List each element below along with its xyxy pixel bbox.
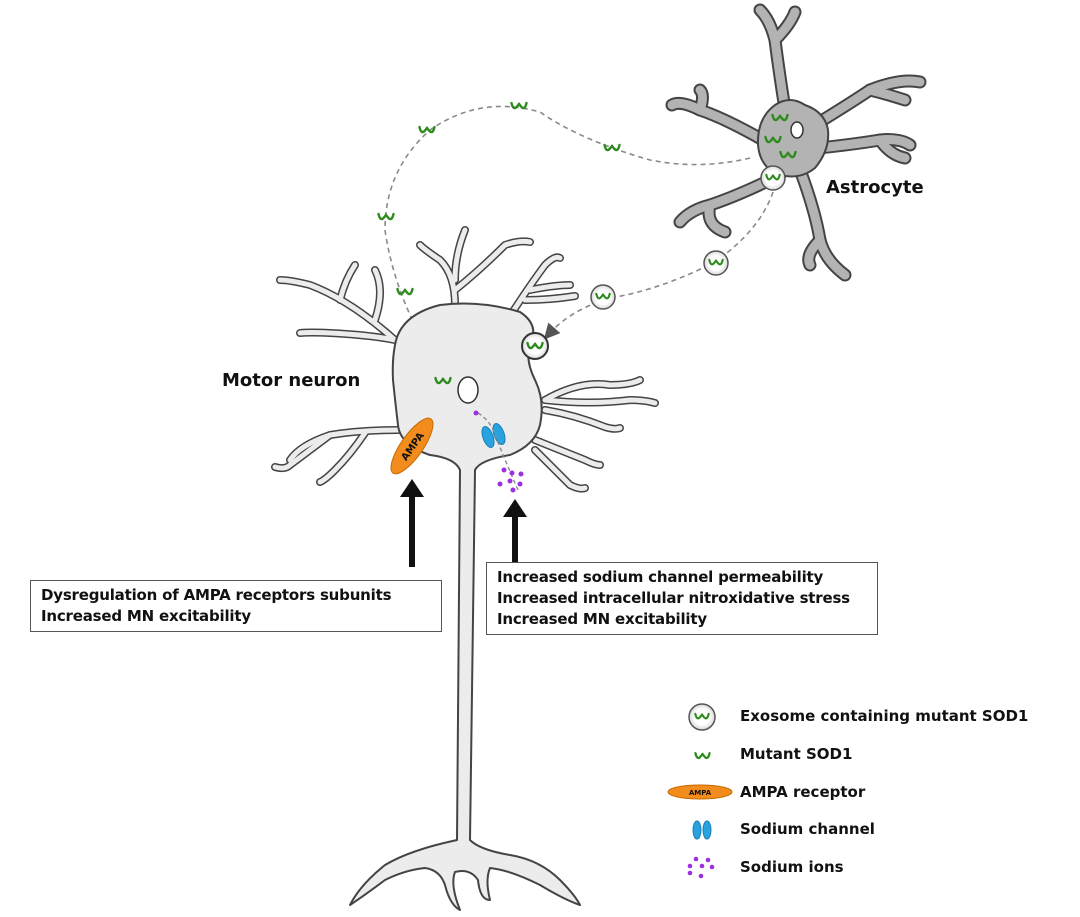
legend-label: AMPA receptor [740,783,866,801]
sodium-channel-icon [481,423,506,448]
effect-line: Increased MN excitability [41,607,251,625]
exosome-icon [590,284,616,310]
svg-text:AMPA: AMPA [689,789,712,797]
ion-flow-path [477,412,519,491]
effect-line: Increased MN excitability [497,610,707,628]
free-sod1-pathway [384,105,751,376]
nucleus [457,376,479,404]
mutant-sod1-icon [377,212,395,221]
ampa-effects-box: Dysregulation of AMPA receptors subunits… [30,580,442,632]
exosome-icon [521,332,549,360]
sodium-ions-icon [497,467,524,493]
astrocyte-label: Astrocyte [826,177,924,198]
legend-label: Mutant SOD1 [740,745,853,763]
sodium-effects-box: Increased sodium channel permeability In… [486,562,878,635]
legend-label: Sodium channel [740,820,875,838]
astrocyte [665,3,927,282]
legend-sodium-ions-icon [687,856,715,879]
legend-ampa-receptor-icon: AMPA [667,784,733,800]
sodium-ion [473,410,479,416]
exosome-icon [703,250,729,276]
motor-neuron [271,226,659,911]
legend-exosome-icon [688,703,716,731]
arrow-up-ampa [400,479,424,567]
legend-label: Exosome containing mutant SOD1 [740,707,1029,725]
effect-line: Increased intracellular nitroxidative st… [497,589,850,607]
exosome-pathway [543,191,774,340]
mutant-sod1-icon [510,101,528,110]
effect-line: Dysregulation of AMPA receptors subunits [41,586,392,604]
arrow-up-sodium [503,499,527,563]
legend-sodium-channel-icon [692,820,712,840]
exosome-icon [760,165,786,191]
legend-label: Sodium ions [740,858,844,876]
motor-neuron-label: Motor neuron [222,370,361,391]
legend-mutant-sod1-icon [694,751,711,760]
effect-line: Increased sodium channel permeability [497,568,824,586]
